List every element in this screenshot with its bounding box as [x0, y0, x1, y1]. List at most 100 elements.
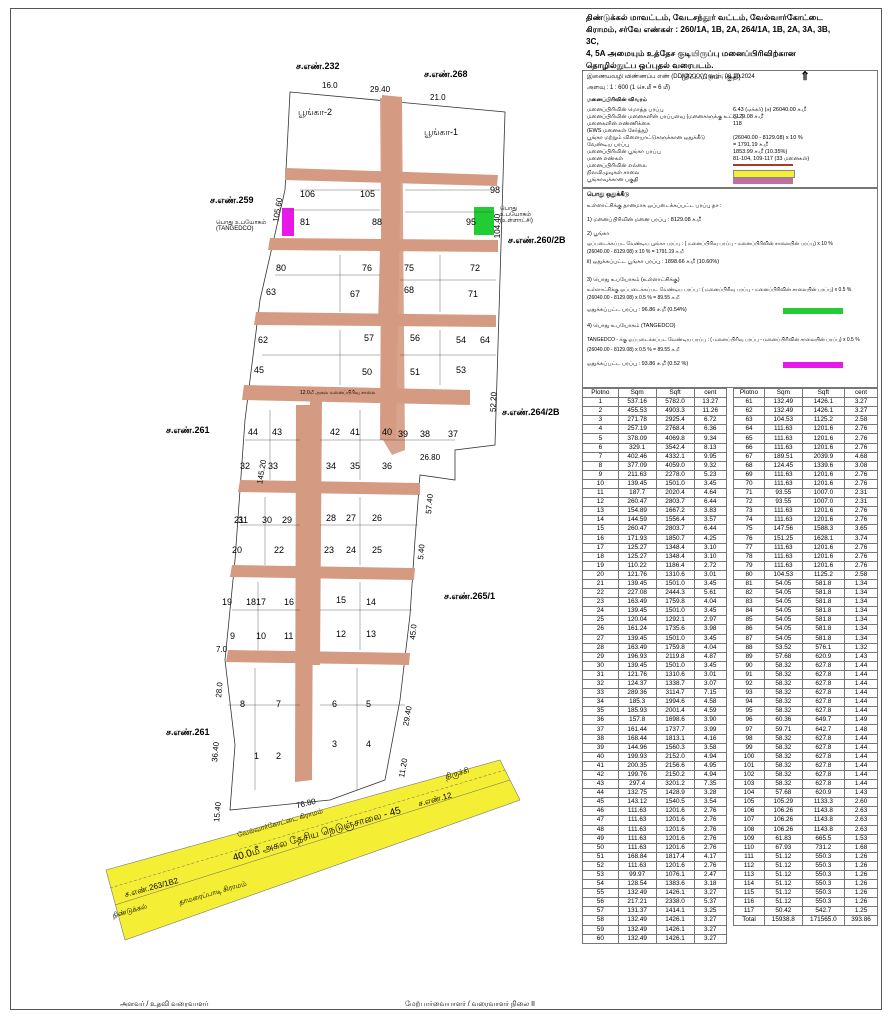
- table-cell: 58.32: [763, 760, 803, 771]
- table-cell: 65: [733, 433, 765, 444]
- table-cell: 196.93: [617, 651, 657, 662]
- table-cell: 4.94: [693, 751, 728, 762]
- table-cell: 54.05: [763, 578, 803, 590]
- table-cell: 1.44: [844, 733, 878, 744]
- table-cell: 44: [582, 788, 619, 799]
- table-cell: 58: [582, 915, 619, 926]
- table-cell: 151.25: [763, 533, 803, 544]
- park-swatch: [733, 178, 793, 184]
- plot-number: 16: [284, 597, 295, 607]
- table-cell: 1.26: [844, 888, 878, 899]
- table-cell: 21: [582, 578, 619, 590]
- table-cell: 18: [582, 551, 619, 562]
- table-cell: 1667.2: [655, 506, 695, 517]
- plot-number: 19: [222, 597, 233, 607]
- table-cell: 132.75: [617, 788, 657, 799]
- table-cell: 81: [733, 578, 765, 590]
- table-cell: 3.10: [693, 542, 728, 553]
- road-v-mid: [378, 250, 398, 325]
- table-cell: 1310.6: [655, 669, 695, 681]
- legend-key: மனை எண்கள்: [587, 156, 624, 162]
- table-cell: 627.8: [801, 697, 846, 708]
- table-cell: 102: [733, 769, 765, 781]
- table-cell: 74: [733, 515, 765, 526]
- table-cell: 107: [733, 815, 765, 826]
- table-cell: 9: [582, 469, 619, 480]
- table-cell: 1426.1: [801, 397, 846, 408]
- table-cell: 132.49: [763, 406, 803, 417]
- table-cell: 627.8: [801, 751, 846, 762]
- table-cell: 57: [582, 906, 619, 917]
- table-cell: 1201.6: [801, 506, 846, 517]
- table-cell: 11: [582, 488, 619, 499]
- table-cell: 139.45: [617, 478, 657, 490]
- table-cell: 68: [733, 460, 765, 471]
- table-header-cell: Plotno: [733, 387, 765, 399]
- calc-header: பொது ஒதுக்கீடு: [587, 192, 630, 198]
- table-cell: 106.26: [763, 806, 803, 817]
- plot-number: 106: [300, 189, 316, 199]
- table-cell: 3.27: [693, 924, 728, 935]
- table-cell: 1.43: [844, 788, 878, 799]
- table-cell: 187.7: [617, 488, 657, 499]
- table-cell: 16: [582, 533, 619, 544]
- table-header-cell: Sqm: [763, 387, 803, 399]
- table-cell: 1007.0: [801, 497, 846, 508]
- plot-number: 35: [350, 461, 361, 471]
- table-cell: 86: [733, 624, 765, 635]
- table-cell: 28: [582, 642, 619, 653]
- table-cell: 1201.6: [655, 806, 695, 817]
- table-cell: 581.8: [801, 624, 846, 635]
- table-cell: 627.8: [801, 742, 846, 753]
- table-cell: 43: [582, 779, 619, 790]
- plot-number: 39: [398, 429, 409, 439]
- legend-key: பூங்கா மற்றும் விளையாட்டுகளுக்கான ஒதுக்க…: [587, 135, 706, 141]
- table-cell: 2803.7: [655, 524, 695, 535]
- table-cell: 98: [733, 733, 765, 744]
- table-cell: 171.93: [617, 533, 657, 544]
- table-cell: 111.63: [763, 515, 803, 526]
- table-cell: 1201.6: [801, 442, 846, 453]
- table-cell: 50: [582, 842, 619, 853]
- table-cell: 54.05: [763, 588, 803, 599]
- table-cell: 2.76: [693, 833, 728, 844]
- table-cell: 58.32: [763, 697, 803, 708]
- table-cell: 131.37: [617, 906, 657, 917]
- table-cell: 37: [582, 724, 619, 735]
- table-cell: 139.45: [617, 578, 657, 590]
- calc-item: 4) பொது உபயோகம் (TANGEDCO): [587, 323, 676, 329]
- table-cell: 6: [582, 442, 619, 453]
- legend-value: = 1791.19 ச.மீ: [733, 142, 769, 148]
- table-cell: 2156.6: [655, 760, 695, 771]
- table-cell: 1348.4: [655, 542, 695, 553]
- table-header-cell: cent: [693, 387, 728, 399]
- plot-number: 28: [326, 513, 337, 523]
- table-cell: 147.56: [763, 524, 803, 535]
- table-cell: 3.25: [693, 906, 728, 917]
- table-cell: 3.58: [693, 742, 728, 753]
- table-cell: 56: [582, 897, 619, 908]
- table-cell: 58.32: [763, 733, 803, 744]
- table-cell: 7: [582, 451, 619, 462]
- table-cell: 1540.5: [655, 797, 695, 808]
- table-cell: 1.44: [844, 769, 878, 781]
- table-cell: 3.27: [693, 888, 728, 899]
- table-cell: 620.9: [801, 651, 846, 662]
- table-cell: 4: [582, 424, 619, 435]
- table-cell: 5.61: [693, 588, 728, 599]
- calc-item: ஒதுக்கப்பட்ட பரப்பு : 93.86 ச.மீ (0.52 %…: [587, 361, 689, 367]
- table-cell: 1.34: [844, 633, 878, 644]
- table-cell: 121.76: [617, 669, 657, 681]
